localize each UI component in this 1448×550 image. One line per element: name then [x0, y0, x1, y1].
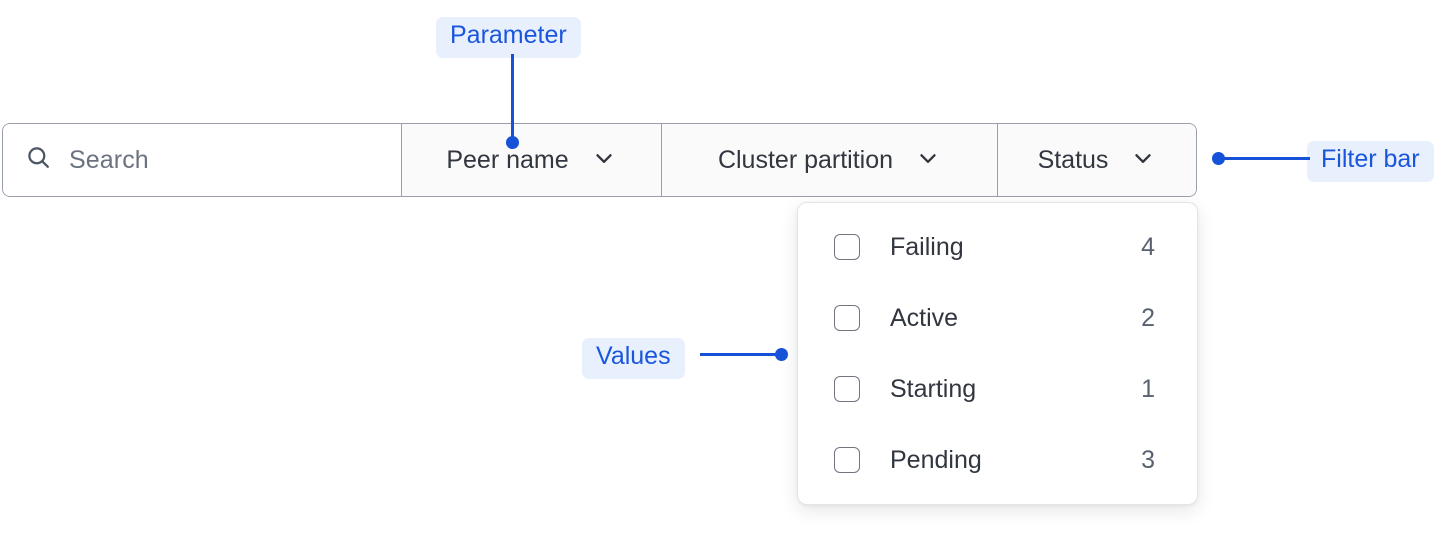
- option-count: 4: [1141, 232, 1155, 261]
- filter-cluster-partition-label: Cluster partition: [717, 145, 894, 174]
- option-label: Starting: [890, 374, 977, 403]
- list-item[interactable]: Active 2: [798, 292, 1197, 344]
- filter-bar[interactable]: Search Peer name Cluster partition Statu…: [2, 123, 1197, 197]
- chevron-down-icon[interactable]: [915, 145, 941, 176]
- search-field[interactable]: Search: [3, 124, 402, 196]
- annotation-values-label: Values: [582, 338, 685, 379]
- annotation-parameter-leader-line: [511, 54, 514, 142]
- annotation-parameter-dot: [506, 136, 519, 149]
- annotation-values-dot: [775, 348, 788, 361]
- filter-status-label: Status: [1037, 145, 1109, 174]
- search-icon: [25, 144, 52, 176]
- search-input-placeholder[interactable]: Search: [69, 145, 149, 174]
- option-label: Active: [890, 303, 959, 332]
- filter-cluster-partition[interactable]: Cluster partition: [662, 124, 998, 196]
- option-count: 1: [1141, 374, 1155, 403]
- filter-peer-name-label: Peer name: [446, 145, 569, 174]
- option-label: Failing: [890, 232, 964, 261]
- checkbox-starting[interactable]: [834, 376, 860, 402]
- chevron-down-icon[interactable]: [591, 145, 617, 176]
- option-count: 3: [1141, 445, 1155, 474]
- annotation-parameter-label: Parameter: [436, 17, 581, 58]
- checkbox-failing[interactable]: [834, 234, 860, 260]
- list-item[interactable]: Failing 4: [798, 221, 1197, 273]
- list-item[interactable]: Starting 1: [798, 363, 1197, 415]
- annotation-filter-bar-dot: [1212, 152, 1225, 165]
- annotation-filter-bar-leader-line: [1222, 157, 1310, 160]
- list-item[interactable]: Pending 3: [798, 434, 1197, 486]
- option-count: 2: [1141, 303, 1155, 332]
- filter-peer-name[interactable]: Peer name: [402, 124, 662, 196]
- filter-status[interactable]: Status: [998, 124, 1196, 196]
- status-filter-dropdown[interactable]: Failing 4 Active 2 Starting 1 Pending 3: [797, 202, 1198, 505]
- chevron-down-icon[interactable]: [1130, 145, 1156, 176]
- annotation-values-leader-line: [700, 353, 784, 356]
- option-label: Pending: [890, 445, 982, 474]
- annotation-filter-bar-label: Filter bar: [1307, 141, 1434, 182]
- checkbox-active[interactable]: [834, 305, 860, 331]
- checkbox-pending[interactable]: [834, 447, 860, 473]
